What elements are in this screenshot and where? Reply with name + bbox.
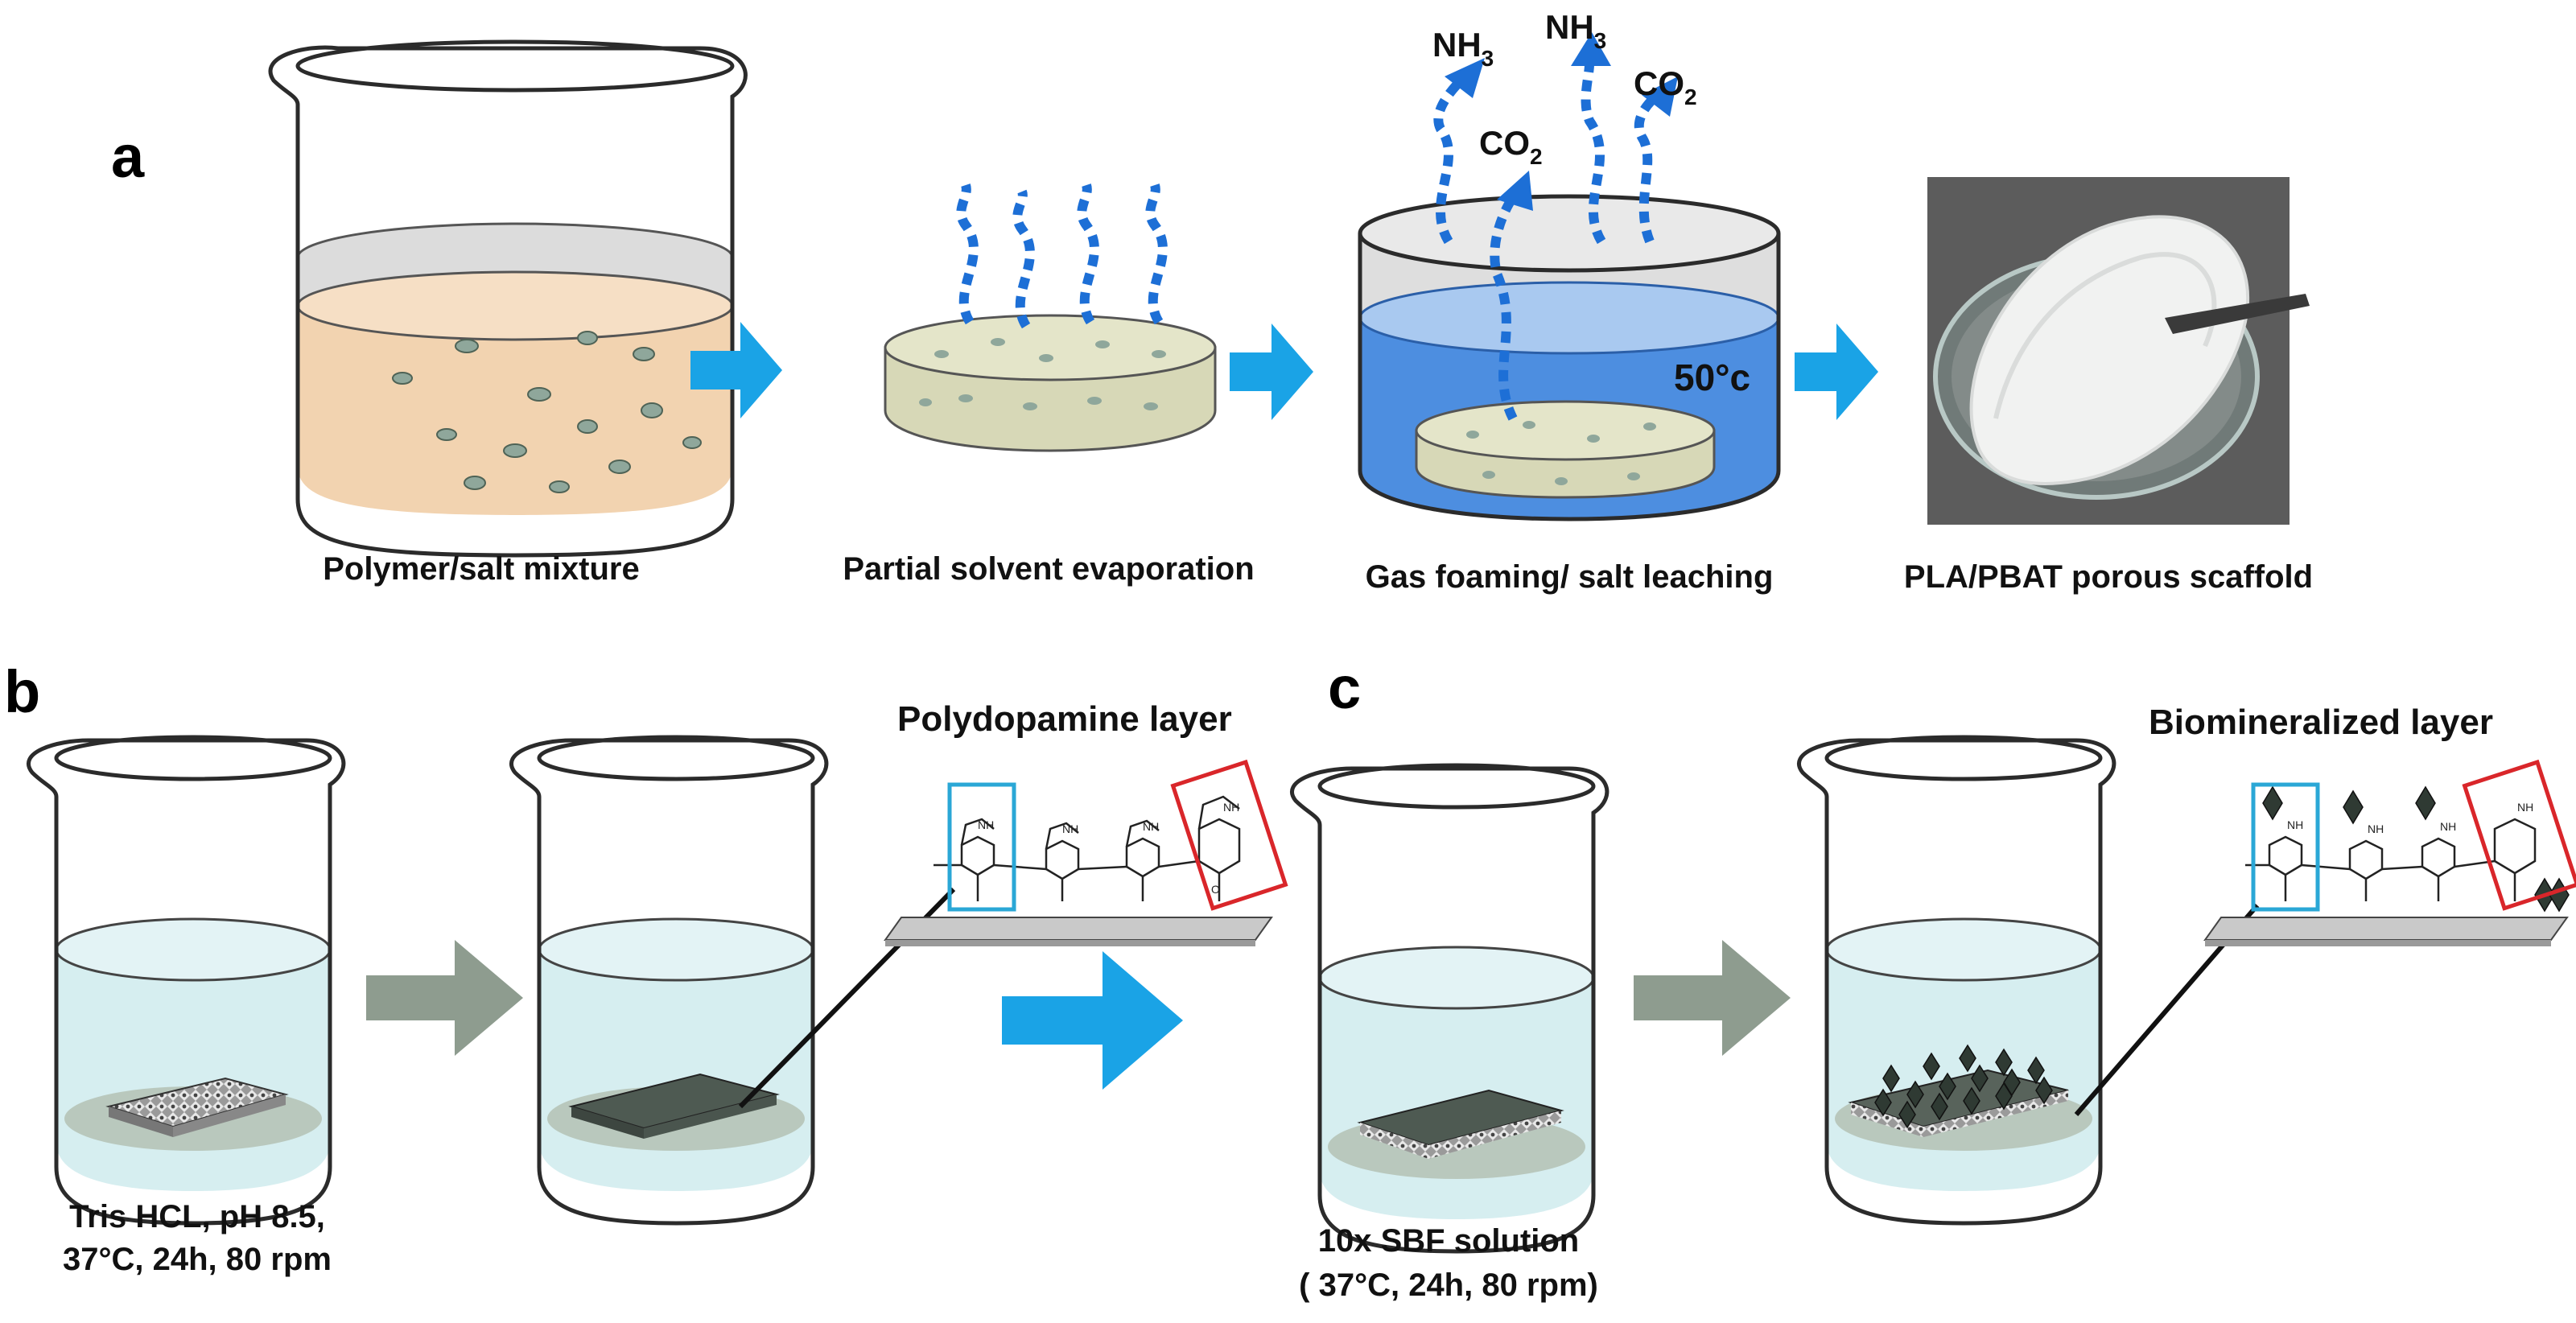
temperature-label: 50°c [1674, 357, 1750, 398]
gas-label-nh3-right: NH3 [1545, 8, 1606, 53]
process-arrow-4 [1002, 951, 1183, 1090]
panel-label-b: b [4, 658, 40, 725]
nh-label-b4: NH [2517, 801, 2533, 814]
gray-arrow-c [1634, 940, 1791, 1056]
beaker-pda-coated-scaffold [509, 735, 829, 1226]
red-highlight-box-2 [2462, 759, 2576, 911]
process-arrow-2 [1230, 324, 1313, 420]
polydopamine-title: Polydopamine layer [897, 699, 1232, 739]
process-arrow-1 [690, 322, 782, 418]
cyan-highlight-box [947, 782, 1016, 912]
process-arrow-3 [1795, 324, 1878, 420]
o-label: O [1211, 883, 1220, 896]
scaffold-photo [1927, 177, 2310, 525]
gas-release-lines [1433, 64, 1661, 421]
nh-label-3: NH [1143, 820, 1159, 833]
caption-evaporation: Partial solvent evaporation [843, 551, 1254, 587]
nh-label-2: NH [1062, 822, 1078, 835]
caption-tris-line2: 37°C, 24h, 80 rpm [63, 1242, 332, 1277]
gas-label-nh3-left: NH3 [1432, 26, 1494, 71]
biomineralized-title: Biomineralized layer [2149, 703, 2493, 742]
gray-arrow-b [366, 940, 523, 1056]
salt-particles [392, 331, 702, 493]
caption-scaffold: PLA/PBAT porous scaffold [1904, 559, 2313, 595]
beaker-sbf [1289, 763, 1609, 1254]
gas-label-co2-right: CO2 [1634, 64, 1697, 109]
beaker-tris-with-scaffold [26, 735, 346, 1226]
nh-label-b1: NH [2287, 818, 2303, 831]
caption-polymer-salt: Polymer/salt mixture [323, 551, 640, 587]
nh-label-b3: NH [2440, 820, 2456, 833]
nh-label-4: NH [1223, 801, 1239, 814]
cyan-highlight-box-2 [2251, 782, 2320, 912]
dish-evaporation [884, 183, 1217, 452]
caption-tris-line1: Tris HCL, pH 8.5, [69, 1199, 325, 1234]
biomineralized-structure: NH NH NH NH [2203, 759, 2576, 946]
panel-label-a: a [111, 123, 145, 190]
vapor-lines [956, 183, 1168, 329]
caption-foaming: Gas foaming/ salt leaching [1366, 559, 1774, 595]
beaker-polymer-salt [268, 39, 748, 558]
mineral-crystals [1874, 1044, 2053, 1129]
beaker-biomineralized-scaffold [1796, 735, 2116, 1226]
nh-label-b2: NH [2368, 822, 2384, 835]
panel-label-c: c [1328, 654, 1361, 721]
caption-sbf-line2: ( 37°C, 24h, 80 rpm) [1299, 1267, 1598, 1303]
gas-label-co2-left: CO2 [1479, 124, 1543, 169]
gas-arrowheads [1445, 32, 1678, 211]
caption-sbf-line1: 10x SBF solution [1318, 1223, 1580, 1259]
container-foaming [1358, 32, 1781, 521]
nh-label-1: NH [978, 818, 994, 831]
red-highlight-box [1170, 759, 1288, 911]
polydopamine-structure: NH NH NH NH O [884, 759, 1288, 946]
